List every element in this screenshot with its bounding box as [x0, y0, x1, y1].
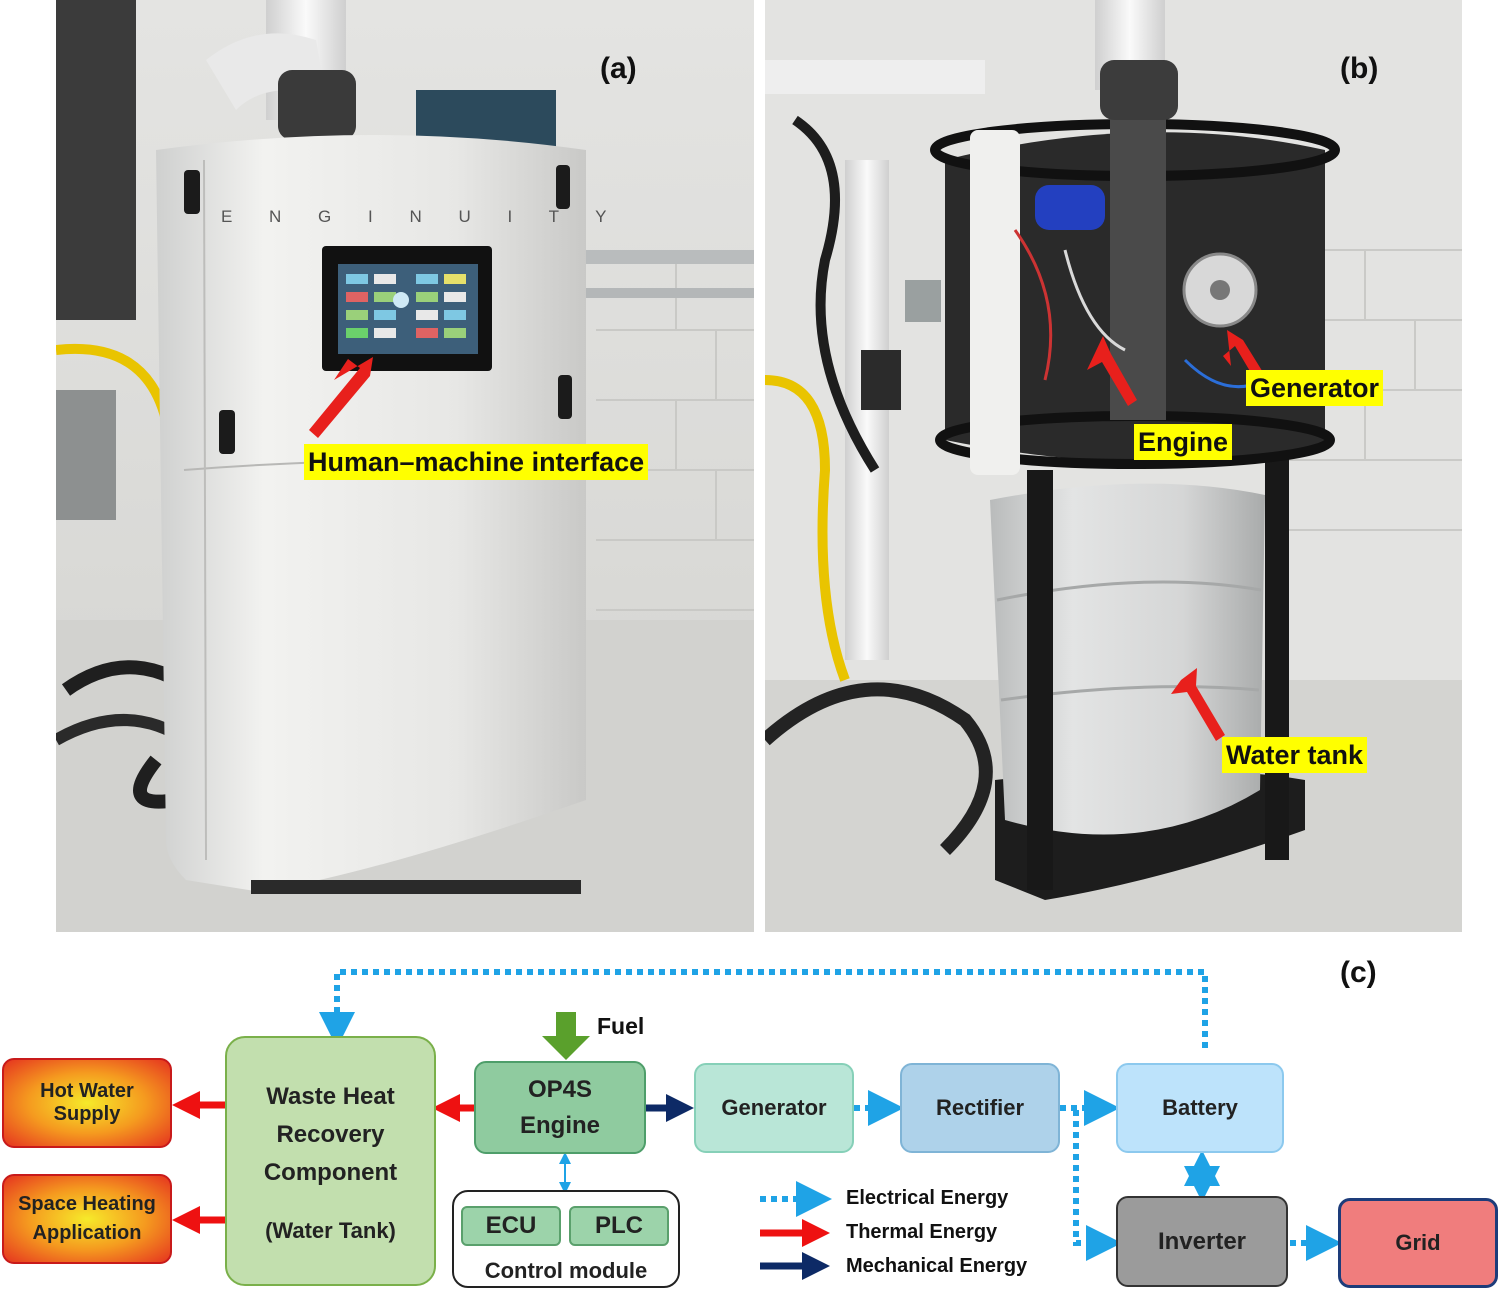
label-plc: PLC	[595, 1212, 643, 1239]
block-wall-lines	[1285, 249, 1462, 531]
callout-hmi: Human–machine interface	[304, 444, 649, 480]
label-control-module: Control module	[484, 1258, 648, 1283]
legend-electrical-label: Electrical Energy	[846, 1187, 1009, 1209]
electrical-box	[905, 280, 941, 322]
callout-water-tank: Water tank	[1222, 737, 1368, 773]
box-hot-water-supply: Hot Water Supply	[2, 1058, 172, 1148]
arrow-battery-to-whr	[319, 969, 1208, 1048]
label-ecu: ECU	[485, 1212, 537, 1239]
label-hot-water-supply: Hot Water Supply	[40, 1080, 134, 1125]
exhaust-elbow	[206, 33, 326, 111]
wall-panel	[56, 0, 136, 320]
label-space-heating: Space Heating Application	[18, 1193, 156, 1244]
callout-arrow	[309, 357, 373, 438]
cabinet-edge	[203, 159, 207, 861]
frame-leg	[1265, 440, 1289, 860]
electrical-box	[56, 390, 116, 520]
box-ecu: ECU	[461, 1206, 561, 1246]
side-handle	[556, 165, 570, 209]
box-rectifier: Rectifier	[900, 1063, 1060, 1153]
exhaust-coupler	[278, 70, 356, 140]
callout-arrow-engine	[1087, 336, 1137, 406]
label-grid: Grid	[1395, 1230, 1441, 1255]
photo-b-internals	[765, 0, 1462, 932]
label-battery: Battery	[1162, 1095, 1238, 1120]
label-engine: OP4S Engine	[519, 1075, 600, 1139]
side-handle	[184, 170, 200, 214]
callout-generator: Generator	[1246, 370, 1384, 406]
hmi-screen-tiles	[346, 274, 466, 338]
side-handle	[558, 375, 572, 419]
yellow-gas-hose	[765, 375, 850, 682]
exhaust-coupler	[1100, 60, 1178, 120]
cabinet-base	[251, 880, 581, 894]
panel-label-c: (c)	[1340, 956, 1377, 989]
label-inverter: Inverter	[1157, 1227, 1247, 1255]
brand-wordmark: E N G I N U I T Y	[221, 207, 622, 226]
box-plc: PLC	[569, 1206, 669, 1246]
panel-label-b: (b)	[1340, 52, 1379, 85]
insulated-water-tank	[990, 483, 1265, 835]
wall-pipe	[765, 60, 985, 94]
fuel-arrow	[542, 1012, 590, 1060]
label-rectifier: Rectifier	[935, 1095, 1025, 1120]
box-battery: Battery	[1116, 1063, 1284, 1153]
black-hoses	[792, 115, 880, 473]
label-whr-title: Waste Heat Recovery Component	[263, 1083, 398, 1186]
arrow-rectifier-to-inverter	[1073, 1110, 1122, 1261]
check-valve	[861, 350, 901, 410]
callout-arrow-water-tank	[1171, 668, 1225, 741]
photo-a-enclosure: E N G I N U I T Y	[56, 0, 754, 932]
box-op4s-engine: OP4S Engine	[474, 1061, 646, 1154]
generator-hub	[1210, 280, 1230, 300]
panel-label-a: (a)	[600, 52, 637, 85]
frame-leg	[1027, 470, 1053, 890]
callout-engine: Engine	[1134, 424, 1233, 460]
blue-intake	[1035, 185, 1105, 230]
box-generator: Generator	[694, 1063, 854, 1153]
label-whr-sub: (Water Tank)	[265, 1218, 396, 1243]
fuel-label: Fuel	[597, 1013, 645, 1039]
box-waste-heat-recovery: Waste Heat Recovery Component (Water Tan…	[225, 1036, 436, 1286]
legend-thermal-label: Thermal Energy	[846, 1221, 998, 1243]
black-hoses	[765, 682, 993, 855]
engine-column	[1110, 90, 1166, 420]
white-side-panel	[970, 130, 1020, 475]
side-handle	[219, 410, 235, 454]
conduit	[576, 250, 754, 264]
box-space-heating: Space Heating Application	[2, 1174, 172, 1264]
label-generator: Generator	[721, 1095, 827, 1120]
box-inverter: Inverter	[1116, 1196, 1288, 1287]
box-grid: Grid	[1338, 1198, 1498, 1288]
legend-mechanical-label: Mechanical Energy	[846, 1255, 1028, 1277]
conduit	[576, 288, 754, 298]
